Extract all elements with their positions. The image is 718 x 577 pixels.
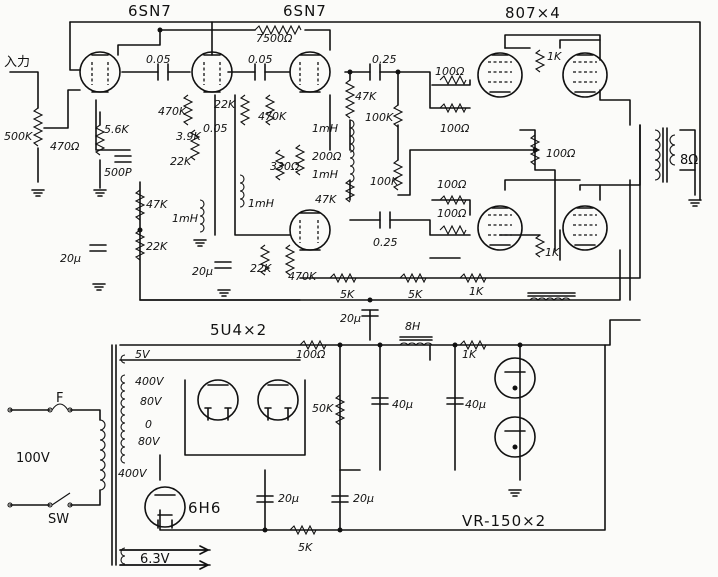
- label-input: 入力: [4, 55, 30, 70]
- output-transformer: [654, 127, 676, 183]
- label-100-d: 100Ω: [437, 207, 467, 220]
- label-1mh-d: 1mH: [312, 168, 338, 181]
- capacitors: [89, 63, 464, 503]
- label-5k-b: 5K: [408, 288, 423, 301]
- label-5u4: 5U4×2: [210, 321, 267, 339]
- label-20u-c: 20μ: [340, 312, 361, 325]
- label-100-c: 100Ω: [437, 178, 467, 191]
- label-20u-d: 20μ: [278, 492, 299, 505]
- label-100v: 100V: [16, 451, 50, 466]
- label-fuse: F: [56, 391, 63, 406]
- tube-6h6: [144, 486, 186, 529]
- label-100-ps: 100Ω: [296, 348, 326, 361]
- label-80v-a: 80V: [140, 395, 163, 408]
- label-807: 807×4: [505, 4, 561, 22]
- label-47k-c: 47K: [315, 193, 337, 206]
- label-0: 0: [145, 418, 152, 431]
- label-22k-b: 22K: [214, 98, 236, 111]
- label-47k-a: 47K: [146, 198, 168, 211]
- label-5-6k: 5.6K: [104, 123, 129, 136]
- label-20u-b: 20μ: [192, 265, 213, 278]
- label-1k-b: 1K: [545, 246, 560, 259]
- label-v1: 6SN7: [128, 2, 172, 20]
- label-400v-a: 400V: [135, 375, 165, 388]
- label-v2: 6SN7: [283, 2, 327, 20]
- label-470k-a: 470K: [158, 105, 187, 118]
- label-1mh-a: 1mH: [172, 212, 198, 225]
- label-vr100: 100Ω: [546, 147, 576, 160]
- label-100-a: 100Ω: [435, 65, 465, 78]
- label-100k-a: 100K: [365, 111, 394, 124]
- junction-dots: [137, 27, 538, 533]
- resistors: [32, 24, 546, 536]
- label-c005-b: 0.05: [248, 53, 273, 66]
- label-80v-b: 80V: [138, 435, 161, 448]
- label-6h6: 6H6: [188, 499, 221, 517]
- label-470k-b: 470K: [258, 110, 287, 123]
- label-1k-a: 1K: [547, 50, 562, 63]
- label-vr150: VR-150×2: [462, 512, 546, 530]
- mains-switch: [7, 403, 73, 508]
- label-3-9k: 3.9K: [176, 130, 201, 143]
- label-20u-a: 20μ: [60, 252, 81, 265]
- label-22k-a: 22K: [170, 155, 192, 168]
- label-1mh-b: 1mH: [248, 197, 274, 210]
- tube-6sn7-first: [79, 51, 233, 93]
- label-8ohm: 8Ω: [680, 153, 698, 168]
- label-100k-b: 100K: [370, 175, 399, 188]
- label-c025-b: 0.25: [373, 236, 398, 249]
- tube-6sn7-second: [289, 51, 331, 251]
- tube-5u4-pair: [197, 379, 299, 421]
- label-330: 330Ω: [270, 160, 300, 173]
- wiring: [9, 21, 701, 566]
- ground-symbols: [31, 189, 702, 497]
- tube-807-group: [477, 52, 608, 251]
- label-50k: 50K: [312, 402, 334, 415]
- label-22k-c: 22K: [146, 240, 168, 253]
- label-470k-c: 470K: [288, 270, 317, 283]
- tube-vr150-pair: [494, 357, 536, 458]
- label-6-3v: 6.3V: [140, 552, 170, 567]
- label-8h: 8H: [405, 320, 420, 333]
- label-200: 200Ω: [312, 150, 342, 163]
- label-1k-d: 1K: [462, 348, 477, 361]
- label-100-b: 100Ω: [440, 122, 470, 135]
- power-transformer: [99, 344, 126, 566]
- label-47k-b: 47K: [355, 90, 377, 103]
- label-5v: 5V: [135, 348, 151, 361]
- label-400v-b: 400V: [118, 467, 148, 480]
- label-1mh-c: 1mH: [312, 122, 338, 135]
- label-500p: 500P: [104, 166, 132, 179]
- label-40u-b: 40μ: [465, 398, 486, 411]
- label-500k: 500K: [4, 130, 33, 143]
- inductors: [199, 119, 576, 346]
- label-c025-a: 0.25: [372, 53, 397, 66]
- label-5k-a: 5K: [340, 288, 355, 301]
- label-c005-c: 0.05: [203, 122, 228, 135]
- label-sw: SW: [48, 512, 69, 527]
- label-c005-a: 0.05: [146, 53, 171, 66]
- label-470ohm: 470Ω: [50, 140, 80, 153]
- label-5k-c: 5K: [298, 541, 313, 554]
- label-1k-c: 1K: [469, 285, 484, 298]
- label-40u-a: 40μ: [392, 398, 413, 411]
- heater-arrow-bottom: [119, 560, 209, 570]
- heater-arrow-top: [119, 545, 209, 555]
- label-7500: 7500Ω: [256, 32, 293, 45]
- label-22k-d: 22K: [250, 262, 272, 275]
- label-20u-e: 20μ: [353, 492, 374, 505]
